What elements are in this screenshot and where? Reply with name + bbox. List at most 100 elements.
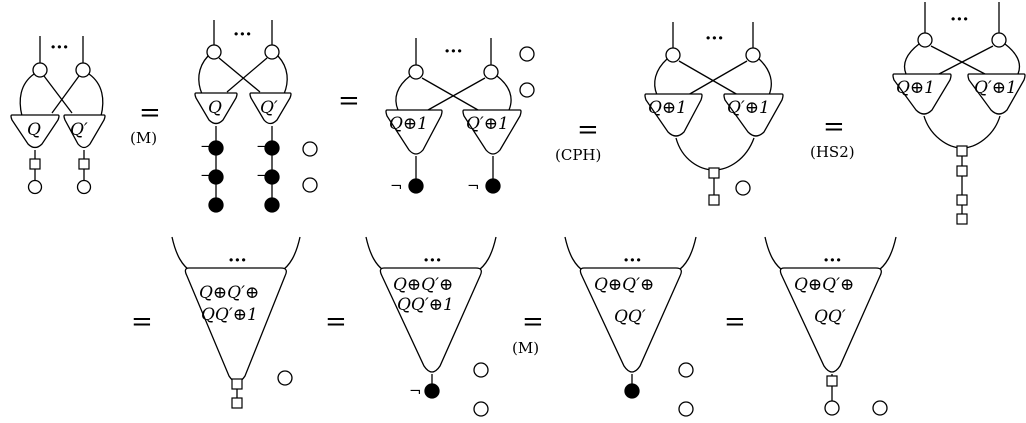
- equals-sign: =: [139, 98, 161, 128]
- white-scalar-node: [735, 180, 751, 196]
- label-qprime: Q′: [260, 98, 278, 118]
- white-node: [917, 32, 933, 48]
- node-q-oplus-1: [644, 93, 703, 137]
- black-node: [208, 197, 224, 213]
- hadamard-box: [956, 145, 968, 157]
- label-q-oplus-1: Q⊕1: [389, 114, 428, 134]
- label-line-1: Q⊕Q′⊕: [393, 275, 453, 295]
- white-node: [27, 179, 43, 195]
- node-large-phase: [779, 267, 882, 373]
- white-scalar-node: [473, 362, 489, 378]
- node-qprime: [249, 92, 292, 125]
- white-node: [264, 44, 280, 60]
- diagram-7: ··· Q⊕Q′⊕ QQ′⊕1 ¬: [365, 236, 497, 417]
- equals-sign: =: [823, 112, 845, 142]
- label-q-oplus-1: Q⊕1: [648, 98, 687, 118]
- hadamard-box: [29, 158, 41, 170]
- diagram-3: ··· Q⊕1 Q′⊕1 ¬ ¬: [385, 38, 535, 195]
- equals-sign: =: [131, 307, 153, 337]
- ellipsis: ···: [444, 41, 463, 62]
- label-q: Q: [208, 98, 222, 118]
- equals-sign: =: [338, 86, 360, 116]
- black-node: [208, 140, 224, 156]
- ellipsis: ···: [950, 9, 969, 30]
- white-node: [32, 62, 48, 78]
- label-line-1: Q⊕Q′⊕: [794, 275, 854, 295]
- diagram-9: ··· Q⊕Q′⊕ QQ′: [764, 236, 897, 416]
- ellipsis: ···: [228, 250, 247, 271]
- node-large-phase: [579, 267, 682, 373]
- white-node: [483, 64, 499, 80]
- label-q: Q: [27, 120, 41, 140]
- label-line-1: Q⊕Q′⊕: [594, 275, 654, 295]
- label-line-1: Q⊕Q′⊕: [199, 283, 259, 303]
- white-scalar-node: [678, 401, 694, 417]
- hadamard-box: [78, 158, 90, 170]
- black-node: [408, 178, 424, 194]
- white-scalar-node: [519, 46, 535, 62]
- node-q: [10, 114, 60, 149]
- hadamard-box: [956, 165, 968, 177]
- node-q-oplus-1: [385, 109, 443, 155]
- node-q: [194, 92, 238, 125]
- negation-mark: ¬: [390, 177, 403, 195]
- white-node: [991, 32, 1007, 48]
- diagram-1: ··· Q Q′: [10, 36, 106, 195]
- label-line-2: QQ′: [814, 307, 846, 327]
- white-scalar-node: [302, 177, 318, 193]
- ellipsis: ···: [423, 250, 442, 271]
- label-line-2: QQ′⊕1: [397, 295, 454, 315]
- label-line-2: QQ′: [614, 307, 646, 327]
- negation-mark: ¬: [409, 382, 422, 400]
- rule-label-m: (M): [130, 129, 157, 147]
- black-node: [264, 197, 280, 213]
- equals-sign: =: [325, 307, 347, 337]
- ellipsis: ···: [823, 250, 842, 271]
- node-qprime-oplus-1: [462, 109, 522, 155]
- label-qprime-oplus-1: Q′⊕1: [727, 98, 770, 118]
- white-scalar-node: [473, 401, 489, 417]
- black-node: [264, 140, 280, 156]
- label-qprime: Q′: [70, 120, 88, 140]
- hadamard-box: [956, 213, 968, 225]
- ellipsis: ···: [50, 37, 69, 58]
- white-node: [75, 62, 91, 78]
- black-node: [264, 169, 280, 185]
- ellipsis: ···: [705, 28, 724, 49]
- white-node: [824, 400, 840, 416]
- label-line-2: QQ′⊕1: [201, 305, 258, 325]
- white-node: [206, 44, 222, 60]
- diagram-4: ··· Q⊕1 Q′⊕1: [644, 22, 784, 206]
- ellipsis: ···: [623, 250, 642, 271]
- diagram-8: ··· Q⊕Q′⊕ QQ′: [564, 236, 697, 417]
- node-q-oplus-1: [892, 73, 952, 115]
- white-node: [76, 179, 92, 195]
- hadamard-box: [708, 167, 720, 179]
- white-scalar-node: [678, 362, 694, 378]
- equals-sign: =: [724, 307, 746, 337]
- black-node: [624, 383, 640, 399]
- hadamard-box: [956, 194, 968, 206]
- hadamard-box: [231, 397, 243, 409]
- black-node: [485, 178, 501, 194]
- white-scalar-node: [872, 400, 888, 416]
- white-node: [665, 47, 681, 63]
- negation-mark: ¬: [467, 177, 480, 195]
- label-qprime-oplus-1: Q′⊕1: [974, 78, 1017, 98]
- diagram-2: ··· Q Q′ ¬ ¬ ¬ ¬: [194, 20, 318, 213]
- diagram-5: ··· Q⊕1 Q′⊕1: [892, 2, 1026, 225]
- black-node: [208, 169, 224, 185]
- label-qprime-oplus-1: Q′⊕1: [466, 114, 509, 134]
- white-node: [408, 64, 424, 80]
- node-qprime-oplus-1: [967, 73, 1026, 115]
- hadamard-box: [708, 194, 720, 206]
- hadamard-box: [231, 378, 243, 390]
- rule-label-m: (M): [512, 339, 539, 357]
- node-large-phase: [379, 267, 482, 373]
- diagram-6: ··· Q⊕Q′⊕ QQ′⊕1: [171, 236, 301, 409]
- rule-label-hs2: (HS2): [810, 143, 855, 161]
- rule-label-cph: (CPH): [555, 146, 601, 164]
- equals-sign: =: [522, 307, 544, 337]
- ellipsis: ···: [233, 24, 252, 45]
